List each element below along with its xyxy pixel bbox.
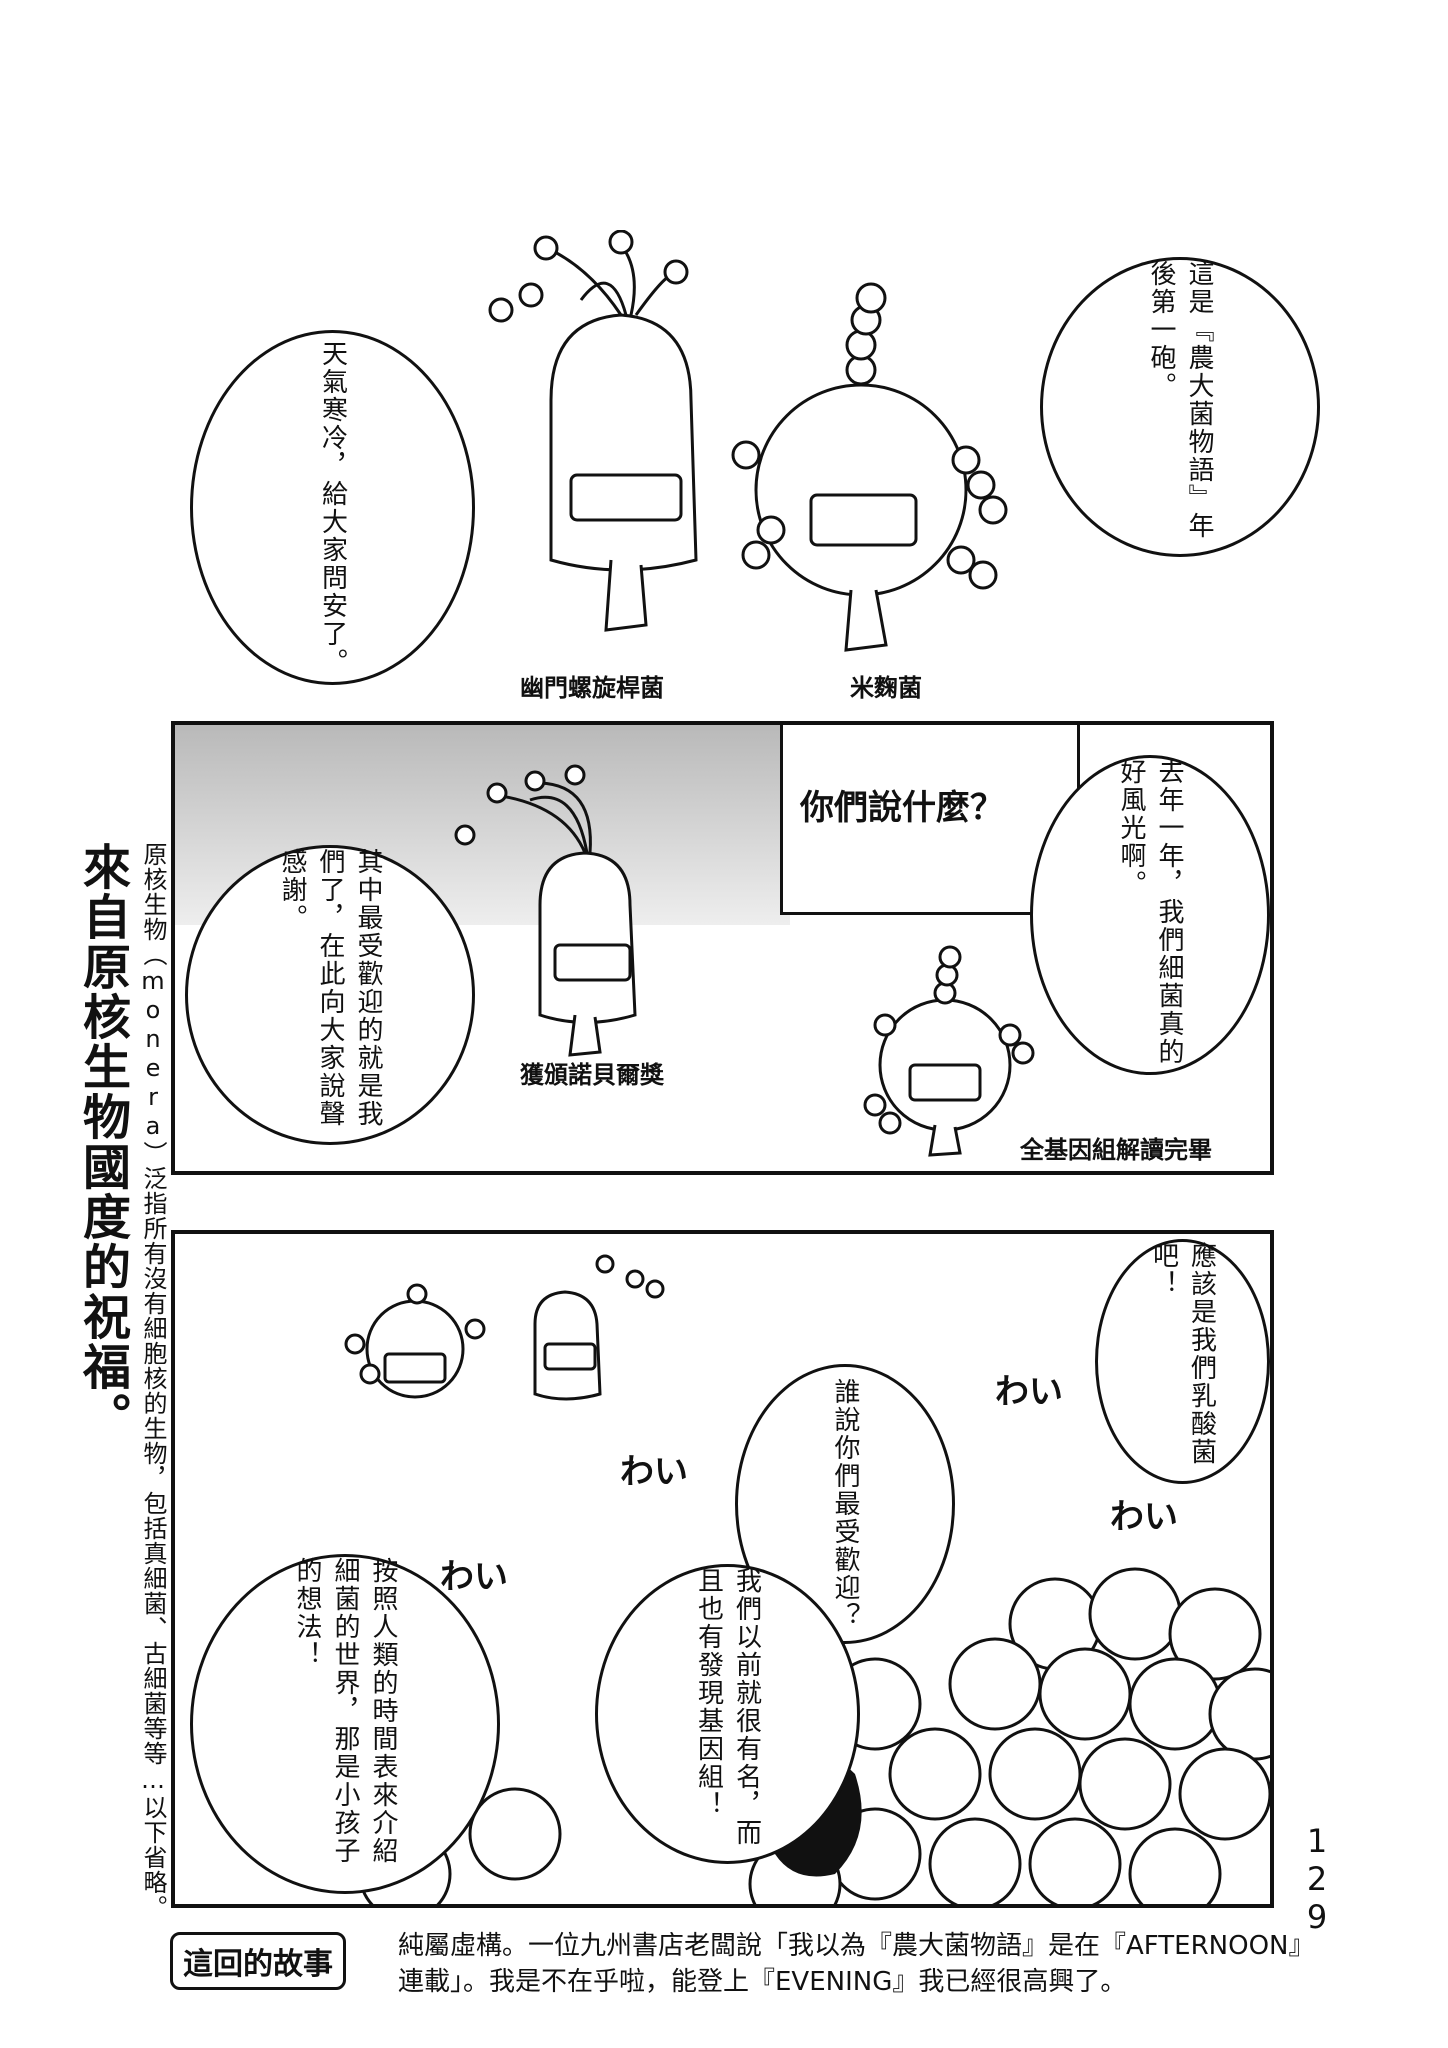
koji-character-small — [344, 1283, 486, 1399]
bubble-text: 按照人類的時間表來介紹細菌的世界，那是小孩子的想法！ — [292, 1557, 398, 1865]
sound-effect: わい — [620, 1452, 688, 1492]
sound-effect: わい — [995, 1372, 1063, 1412]
pylori-character — [454, 764, 637, 1057]
speech-bubble: 天氣寒冷，給大家問安了。 — [190, 330, 475, 685]
bubble-text: 這是『農大菌物語』年後第一砲。 — [1146, 260, 1214, 540]
side-title: 來自原核生物國度的祝福。 — [74, 842, 130, 1442]
sound-effect: わい — [440, 1557, 508, 1597]
speech-bubble: 按照人類的時間表來介紹細菌的世界，那是小孩子的想法！ — [190, 1554, 500, 1894]
bubble-text: 我們以前就很有名，而且也有發現基因組！ — [693, 1567, 762, 1847]
panel-1 — [171, 230, 1321, 710]
pylori-character — [488, 230, 698, 632]
speech-bubble: 我們以前就很有名，而且也有發現基因組！ — [595, 1564, 860, 1864]
inset-box — [780, 725, 1080, 915]
panel-3: 應該是我們乳酸菌吧！ 誰說你們最受歡迎？ 按照人類的時間表來介紹細菌的世界，那是… — [171, 1230, 1274, 1908]
koji-character — [731, 282, 1008, 652]
panel-2: 你們說什麼？ 其中最受歡迎的就是我們了，在此向大家說聲感謝。 去年一年，我們細菌… — [171, 721, 1274, 1175]
page-number: 129 — [1298, 1822, 1336, 1936]
footer-line-1: 純屬虛構。一位九州書店老闆說「我以為『農大菌物語』是在『AFTERNOON』 — [398, 1931, 1315, 1961]
speech-bubble: 其中最受歡迎的就是我們了，在此向大家說聲感謝。 — [185, 845, 475, 1145]
bubble-text: 天氣寒冷，給大家問安了。 — [317, 339, 348, 676]
bubble-text: 去年一年，我們細菌真的好風光啊。 — [1116, 758, 1184, 1066]
speech-bubble: 應該是我們乳酸菌吧！ — [1095, 1239, 1270, 1484]
story-badge: 這回的故事 — [170, 1932, 346, 1990]
sound-effect: わい — [1110, 1497, 1178, 1537]
side-note: 原核生物（monera）泛指所有沒有細胞核的生物，包括真細菌、古細菌等等…以下省… — [139, 842, 167, 1920]
footer-text: 純屬虛構。一位九州書店老闆說「我以為『農大菌物語』是在『AFTERNOON』 連… — [398, 1928, 1315, 2000]
panel-2-art — [454, 764, 1035, 1157]
pylori-character-small — [533, 1254, 665, 1401]
bubble-text: 應該是我們乳酸菌吧！ — [1148, 1242, 1217, 1466]
character-label: 米麴菌 — [850, 674, 922, 702]
caption-label: 獲頒諾貝爾獎 — [520, 1061, 664, 1089]
panel-1-art — [488, 230, 1008, 652]
speech-bubble: 這是『農大菌物語』年後第一砲。 — [1040, 257, 1320, 557]
shout-text: 你們說什麼？ — [800, 788, 1004, 828]
caption-label: 全基因組解讀完畢 — [1020, 1136, 1212, 1164]
bubble-text: 其中最受歡迎的就是我們了，在此向大家說聲感謝。 — [277, 848, 383, 1128]
koji-character — [863, 945, 1035, 1157]
footer-line-2: 連載」。我是不在乎啦，能登上『EVENING』我已經很高興了。 — [398, 1967, 1127, 1997]
bubble-text: 誰說你們最受歡迎？ — [830, 1378, 860, 1630]
character-label: 幽門螺旋桿菌 — [520, 674, 664, 702]
speech-bubble: 去年一年，我們細菌真的好風光啊。 — [1030, 755, 1270, 1075]
